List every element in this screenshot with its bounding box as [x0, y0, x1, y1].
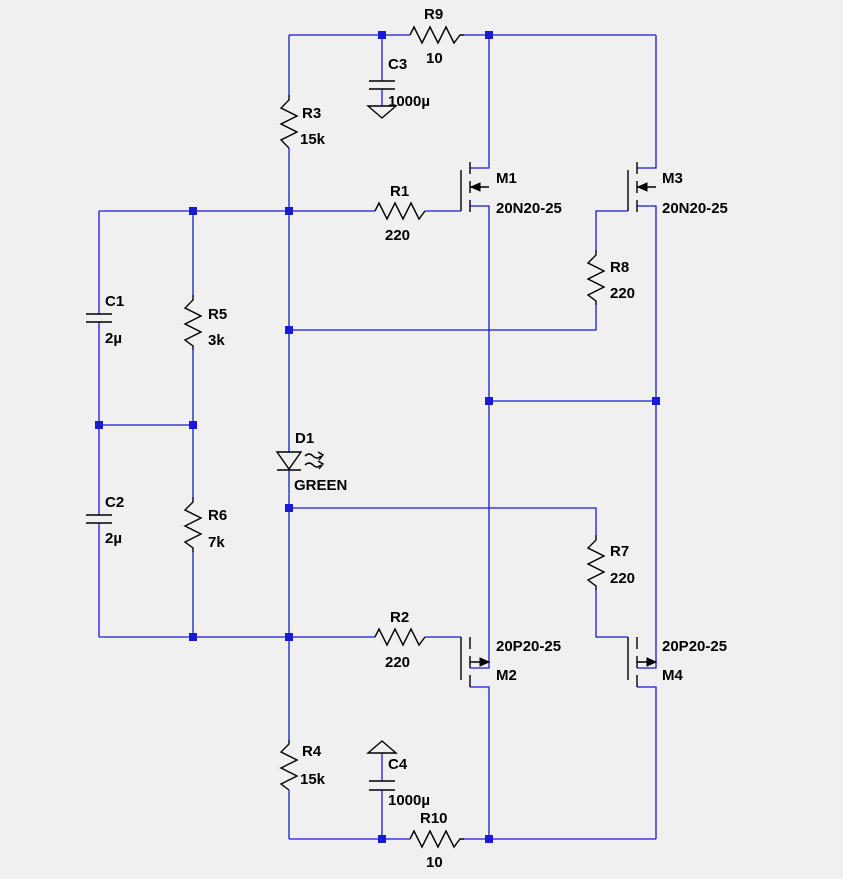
junction — [652, 397, 660, 405]
capacitor-c2[interactable] — [86, 514, 112, 524]
wire-m1-drain — [470, 35, 490, 169]
m4-name: M4 — [662, 667, 683, 684]
mosfet-m4[interactable] — [627, 637, 658, 687]
r8-value: 220 — [610, 285, 635, 302]
wires — [98, 34, 657, 840]
junction — [485, 31, 493, 39]
m1-value: 20N20-25 — [496, 200, 562, 217]
led-d1[interactable] — [275, 451, 325, 471]
junction — [189, 421, 197, 429]
junction — [189, 633, 197, 641]
wire-r8-bottom — [289, 305, 597, 331]
capacitor-c4[interactable] — [369, 780, 395, 791]
c2-value: 2µ — [105, 530, 122, 547]
junction — [285, 326, 293, 334]
c1-name: C1 — [105, 293, 124, 310]
resistor-r3[interactable] — [279, 95, 299, 149]
r2-value: 220 — [385, 654, 410, 671]
r5-name: R5 — [208, 306, 227, 323]
resistor-r7[interactable] — [586, 535, 606, 590]
r9-value: 10 — [426, 50, 443, 67]
mosfet-m3[interactable] — [627, 162, 656, 212]
r9-name: R9 — [424, 6, 443, 23]
c1-value: 2µ — [105, 330, 122, 347]
wire-r7-top — [289, 507, 597, 535]
r3-name: R3 — [302, 105, 321, 122]
light-emission-icon — [304, 451, 325, 470]
junction — [485, 397, 493, 405]
mosfet-m1[interactable] — [460, 162, 489, 212]
r4-name: R4 — [302, 743, 322, 760]
resistor-r6[interactable] — [183, 497, 203, 552]
junction — [285, 207, 293, 215]
wire-m4-drain — [637, 686, 657, 839]
m3-name: M3 — [662, 170, 683, 187]
c4-name: C4 — [388, 756, 408, 773]
r7-name: R7 — [610, 543, 629, 560]
c3-name: C3 — [388, 56, 407, 73]
r10-name: R10 — [420, 810, 448, 827]
wire-r8-gate — [595, 210, 628, 250]
r1-name: R1 — [390, 183, 409, 200]
resistor-r9[interactable] — [409, 25, 464, 45]
junction — [378, 31, 386, 39]
m2-name: M2 — [496, 667, 517, 684]
r5-value: 3k — [208, 332, 225, 349]
r7-value: 220 — [610, 570, 635, 587]
junction — [285, 633, 293, 641]
resistor-r10[interactable] — [409, 829, 464, 849]
r10-value: 10 — [426, 854, 443, 871]
r4-value: 15k — [300, 771, 326, 788]
resistor-r1[interactable] — [374, 201, 426, 221]
resistor-r2[interactable] — [374, 627, 426, 647]
junction — [485, 835, 493, 843]
ground-icon — [366, 105, 398, 119]
capacitor-c3[interactable] — [369, 80, 395, 90]
capacitor-c1[interactable] — [86, 313, 112, 323]
r3-value: 15k — [300, 131, 326, 148]
junction — [189, 207, 197, 215]
mosfet-m2[interactable] — [460, 637, 491, 687]
labels: R9 10 C3 1000µ R3 15k M1 20N20-25 M3 20N… — [105, 6, 728, 871]
d1-value: GREEN — [294, 477, 347, 494]
resistor-r8[interactable] — [586, 250, 606, 305]
resistor-r5[interactable] — [183, 295, 203, 350]
junction — [95, 421, 103, 429]
junction — [285, 504, 293, 512]
c3-value: 1000µ — [388, 93, 430, 110]
wire-m2-drain — [470, 686, 490, 839]
r6-name: R6 — [208, 507, 227, 524]
m4-value: 20P20-25 — [662, 638, 727, 655]
ground-icon — [366, 740, 398, 754]
d1-name: D1 — [295, 430, 314, 447]
m3-value: 20N20-25 — [662, 200, 728, 217]
r8-name: R8 — [610, 259, 629, 276]
r6-value: 7k — [208, 534, 225, 551]
resistor-r4[interactable] — [279, 740, 299, 791]
r2-name: R2 — [390, 609, 409, 626]
c2-name: C2 — [105, 494, 124, 511]
wire-r7-gate — [595, 590, 628, 638]
c4-value: 1000µ — [388, 792, 430, 809]
junctions — [95, 31, 660, 843]
m1-name: M1 — [496, 170, 517, 187]
r1-value: 220 — [385, 227, 410, 244]
wire-m1-source — [470, 205, 490, 669]
wire-m3-source — [637, 205, 657, 669]
junction — [378, 835, 386, 843]
m2-value: 20P20-25 — [496, 638, 561, 655]
wire-m3-drain — [637, 35, 657, 169]
